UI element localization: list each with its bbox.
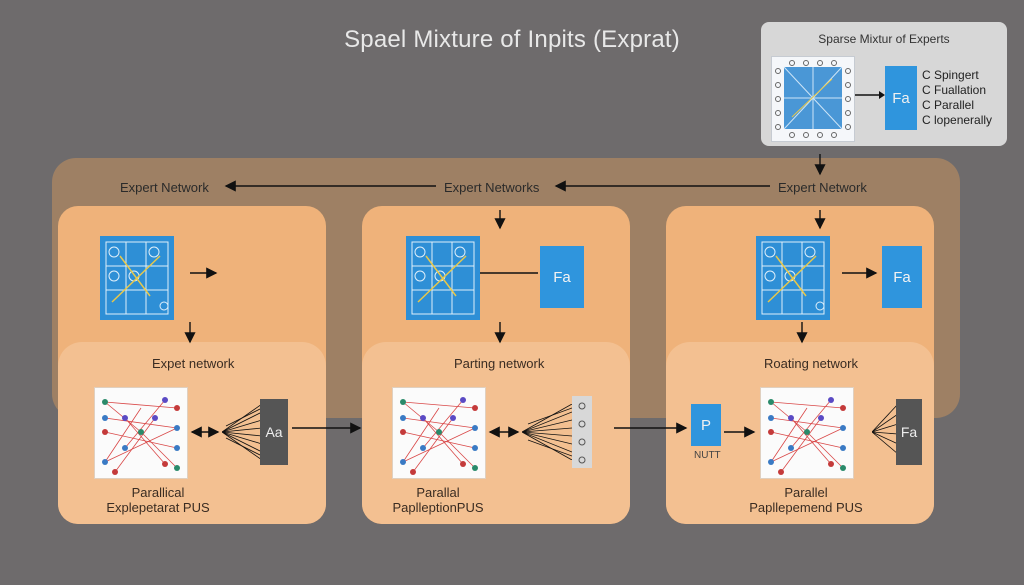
panel-caption: Parallel Papllepemend PUS [706,485,906,515]
network-label: Roating network [764,356,858,371]
panel-caption: Parallical Explepetarat PUS [58,485,258,515]
fan-connector [222,404,262,460]
header-label-right: Expert Network [778,180,867,195]
caption-line: Parallical [131,485,185,500]
legend-arrow [855,91,885,99]
legend-item: C Parallel [922,98,975,112]
header-label-center: Expert Networks [444,180,540,195]
expert-output-box: Fa [540,246,584,308]
p-box-caption: NUTT [694,450,721,461]
fan-connector [522,404,572,460]
legend-items: C Spingert C Fuallation C Parallel C lop… [922,68,992,128]
panel-caption: Parallal PaplleptionPUS [338,485,538,515]
legend-grid-icon [771,56,855,142]
legend-panel: Sparse Mixtur of Experts Fa C Spingert C… [761,22,1007,146]
caption-line: Parallal [416,485,460,500]
output-strip [572,396,592,468]
expert-grid-icon [100,236,174,320]
caption-line: Papllepemend PUS [749,500,863,515]
expert-output-box: Fa [882,246,922,308]
legend-item: C Fuallation [922,83,987,97]
legend-fa-box: Fa [885,66,917,130]
legend-item: C lopenerally [922,113,993,127]
fan-connector [872,404,898,455]
neural-graph [94,387,188,479]
caption-line: Parallel [784,485,828,500]
network-label: Parting network [454,356,545,371]
legend-title: Sparse Mixtur of Experts [818,32,950,46]
header-label-left: Expert Network [120,180,209,195]
neural-graph [760,387,854,479]
node-box: Fa [896,399,922,465]
legend-item: C Spingert [922,68,979,82]
caption-line: PaplleptionPUS [392,500,484,515]
network-label: Expet network [152,356,235,371]
p-box: P [691,404,721,446]
node-box: Aa [260,399,288,465]
neural-graph [392,387,486,479]
caption-line: Explepetarat PUS [106,500,210,515]
diagram-title: Spael Mixture of Inpits (Exprat) [344,26,680,53]
expert-grid-icon [756,236,830,320]
expert-grid-icon [406,236,480,320]
